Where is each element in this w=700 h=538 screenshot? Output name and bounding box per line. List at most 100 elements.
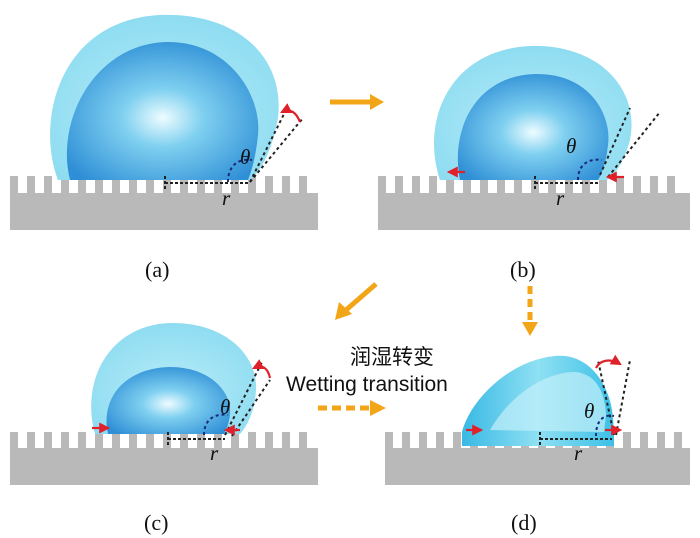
contact-arrow-d-top xyxy=(595,354,622,369)
pillar xyxy=(282,432,290,450)
radius-label-a: r xyxy=(222,186,231,210)
panel-b: θ r (b) xyxy=(378,45,690,282)
droplet-highlight-d xyxy=(490,372,606,432)
pillar xyxy=(27,432,35,450)
angle-arc-c xyxy=(203,413,229,436)
pillar xyxy=(197,432,205,450)
pillar xyxy=(667,176,675,194)
pillar xyxy=(112,176,120,194)
transition-label-en: Wetting transition xyxy=(286,373,448,396)
pillar xyxy=(548,176,556,194)
pillar xyxy=(214,176,222,194)
pillar xyxy=(61,176,69,194)
tangent-line-c xyxy=(224,361,263,436)
substrate-c xyxy=(10,448,318,485)
pillar xyxy=(623,432,631,450)
tangent-line-a2 xyxy=(249,117,304,183)
caption-b: (b) xyxy=(510,257,536,282)
pillar xyxy=(650,176,658,194)
pillar xyxy=(197,176,205,194)
pillar xyxy=(282,176,290,194)
pillar xyxy=(95,176,103,194)
pillar xyxy=(248,176,256,194)
angle-arc-b xyxy=(577,158,603,181)
pillar xyxy=(633,176,641,194)
substrate-d xyxy=(385,448,690,485)
tangent-line-b2 xyxy=(607,111,661,178)
pillar xyxy=(265,176,273,194)
substrate-a xyxy=(10,193,318,230)
pillar xyxy=(146,432,154,450)
pillar xyxy=(599,176,607,194)
wetting-transition: 润湿转变 Wetting transition xyxy=(286,345,448,416)
pillar xyxy=(616,176,624,194)
droplet-inner-c xyxy=(106,367,231,434)
arrow-a-to-b xyxy=(330,94,384,110)
angle-arc-a xyxy=(227,158,253,183)
pillar xyxy=(10,176,18,194)
angle-label-b: θ xyxy=(566,134,576,158)
pillar xyxy=(214,432,222,450)
panel-d: θ r (d) xyxy=(385,354,690,535)
droplet-inner-b xyxy=(457,73,609,180)
pillar xyxy=(95,432,103,450)
pillar xyxy=(163,432,171,450)
panel-c: θ r (c) xyxy=(10,322,318,535)
pillar xyxy=(453,432,461,450)
pillar xyxy=(419,432,427,450)
pillar xyxy=(565,176,573,194)
pillar xyxy=(657,432,665,450)
arrow-b-to-c xyxy=(335,282,378,320)
pillar xyxy=(180,432,188,450)
caption-d: (d) xyxy=(511,510,537,535)
pillar xyxy=(531,176,539,194)
pillars-b xyxy=(378,176,675,194)
pillar xyxy=(146,176,154,194)
pillars-a xyxy=(10,176,307,194)
pillar xyxy=(231,432,239,450)
pillar xyxy=(463,176,471,194)
angle-label-d: θ xyxy=(584,399,594,423)
pillar xyxy=(44,432,52,450)
pillar xyxy=(231,176,239,194)
pillar xyxy=(180,176,188,194)
pillar xyxy=(480,176,488,194)
tangent-line-d xyxy=(597,359,615,436)
pillar xyxy=(497,176,505,194)
substrate-b xyxy=(378,193,690,230)
pillar xyxy=(78,176,86,194)
tangent-line-a xyxy=(249,111,286,183)
pillar xyxy=(129,432,137,450)
pillar xyxy=(299,176,307,194)
angle-label-a: θ xyxy=(240,145,250,169)
pillar xyxy=(61,432,69,450)
panel-a: θ r (a) xyxy=(10,14,318,282)
angle-label-c: θ xyxy=(220,395,230,419)
caption-c: (c) xyxy=(144,510,168,535)
contact-arrow-c-top xyxy=(252,359,272,379)
droplet-inner-a xyxy=(66,41,259,180)
tangent-line-c2 xyxy=(231,379,271,437)
pillar xyxy=(112,432,120,450)
contact-arrow-a xyxy=(280,103,302,123)
pillar xyxy=(163,176,171,194)
pillar xyxy=(265,432,273,450)
pillar xyxy=(429,176,437,194)
pillar xyxy=(78,432,86,450)
arrow-b-to-d xyxy=(522,286,538,336)
pillar xyxy=(27,176,35,194)
pillars-c xyxy=(10,432,307,450)
pillar xyxy=(582,176,590,194)
radius-label-b: r xyxy=(556,186,565,210)
pillar xyxy=(378,176,386,194)
pillar xyxy=(10,432,18,450)
pillar xyxy=(299,432,307,450)
pillar xyxy=(395,176,403,194)
pillar xyxy=(640,432,648,450)
pillar xyxy=(436,432,444,450)
pillar xyxy=(514,176,522,194)
pillar xyxy=(385,432,393,450)
radius-label-d: r xyxy=(574,441,583,465)
